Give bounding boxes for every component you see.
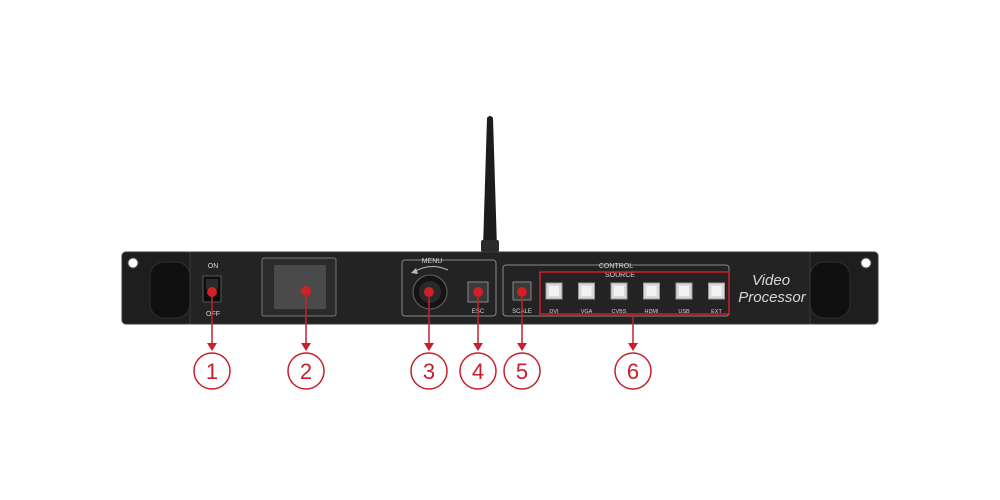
control-label: CONTROL bbox=[599, 263, 633, 270]
source-button-vga[interactable]: VGA bbox=[578, 282, 595, 315]
source-buttons: DVI VGA CVBS HDMI USB EXT bbox=[545, 282, 725, 315]
rack-ear-right bbox=[807, 251, 879, 325]
rack-ear-left bbox=[121, 251, 193, 325]
source-button-cvbs[interactable]: CVBS bbox=[610, 282, 628, 315]
source-button-usb[interactable]: USB bbox=[675, 282, 693, 315]
callout-2-number: 2 bbox=[300, 359, 312, 384]
callout-1-number: 1 bbox=[206, 359, 218, 384]
source-button-label: DVI bbox=[549, 309, 559, 315]
lcd-screen bbox=[261, 257, 337, 317]
highlight-source-box bbox=[539, 271, 730, 315]
callout-1 bbox=[193, 352, 231, 390]
source-button-label: CVBS bbox=[612, 309, 627, 315]
highlight-knob bbox=[424, 287, 434, 297]
callout-2 bbox=[287, 352, 325, 390]
source-button-ext[interactable]: EXT bbox=[708, 282, 725, 315]
callout-6 bbox=[614, 352, 652, 390]
source-button-label: USB bbox=[678, 309, 690, 315]
control-section: CONTROL SCALE SOURCE DVIVGACVBSHDMIUSBEX… bbox=[502, 263, 730, 317]
source-button-label: HDMI bbox=[644, 309, 659, 315]
callout-6-number: 6 bbox=[627, 359, 639, 384]
source-button-label: VGA bbox=[581, 309, 593, 315]
callout-5-number: 5 bbox=[516, 359, 528, 384]
highlight-scale bbox=[517, 287, 527, 297]
callout-5 bbox=[503, 352, 541, 390]
brand: Video Processor bbox=[738, 272, 807, 306]
brand-line2: Processor bbox=[738, 289, 807, 306]
highlight-markers bbox=[207, 271, 730, 315]
callout-3-number: 3 bbox=[423, 359, 435, 384]
power-on-label: ON bbox=[208, 263, 219, 270]
source-button-label: EXT bbox=[711, 309, 722, 315]
source-button-dvi[interactable]: DVI bbox=[545, 282, 563, 315]
power-off-label: OFF bbox=[206, 311, 220, 318]
highlight-lcd bbox=[301, 286, 311, 296]
highlight-power bbox=[207, 287, 217, 297]
callouts: 1 2 3 4 5 6 bbox=[193, 296, 652, 390]
callout-3 bbox=[410, 352, 448, 390]
source-button-hdmi[interactable]: HDMI bbox=[643, 282, 660, 315]
callout-4 bbox=[459, 352, 497, 390]
brand-line1: Video bbox=[752, 272, 790, 289]
callout-4-number: 4 bbox=[472, 359, 484, 384]
antenna bbox=[481, 116, 499, 252]
highlight-esc bbox=[473, 287, 483, 297]
menu-label: MENU bbox=[422, 258, 443, 265]
source-label: SOURCE bbox=[605, 272, 635, 279]
